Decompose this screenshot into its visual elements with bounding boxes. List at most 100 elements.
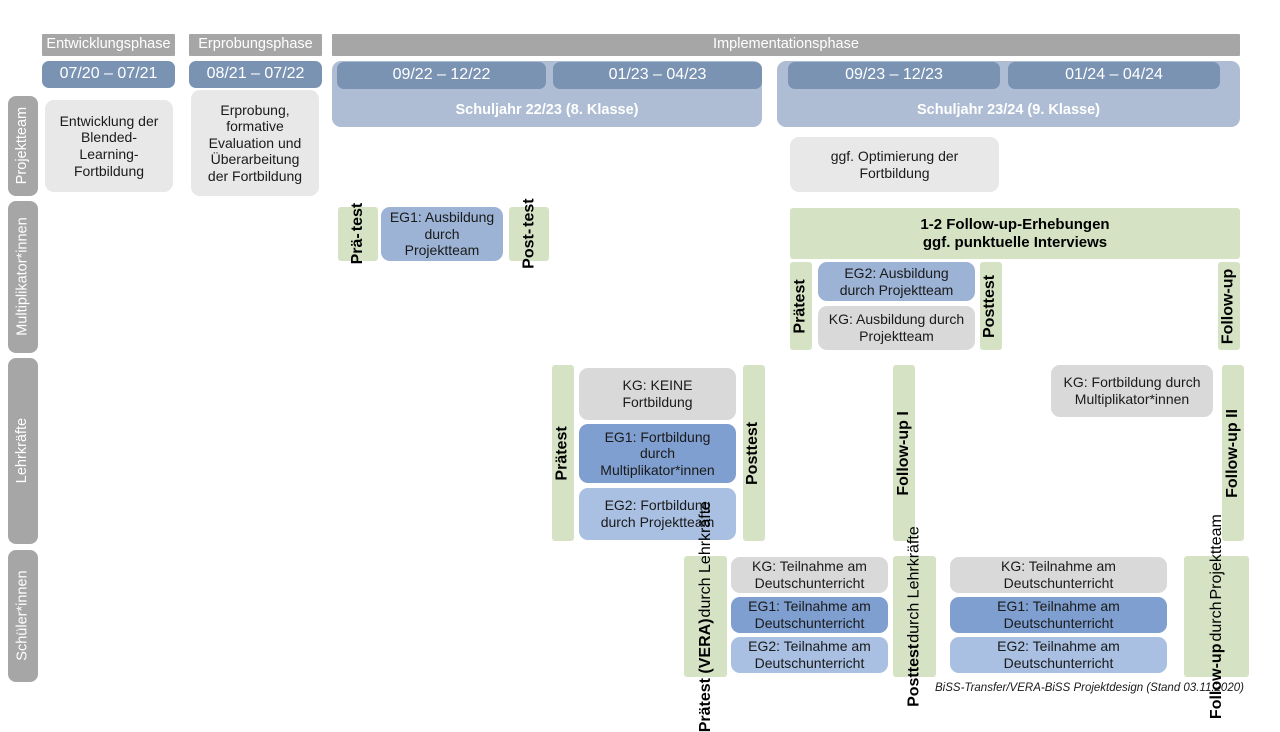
label-line-2: test bbox=[349, 203, 367, 232]
label-line-1: Prä- bbox=[349, 233, 367, 265]
period-label: 09/23 – 12/23 bbox=[845, 66, 943, 84]
rotated-label-group: Posttest durch Lehrkräfte bbox=[905, 526, 924, 707]
label-line-2: durch Lehrkräfte bbox=[696, 500, 714, 618]
school-year-label: Schuljahr 23/24 (9. Klasse) bbox=[917, 101, 1100, 118]
card-kg-ausbildung-projektteam: KG: Ausbildung durch Projektteam bbox=[818, 306, 975, 350]
label-text: Prätest bbox=[791, 278, 809, 334]
rotated-lines: test bbox=[519, 199, 538, 227]
rotated-lines: test bbox=[348, 203, 367, 231]
card-kg-teilnahme-deutschunterricht-1: KG: Teilnahme am Deutschunterricht bbox=[731, 557, 888, 593]
card-text: EG2: Teilnahme am Deutschunterricht bbox=[997, 638, 1120, 671]
card-kg-fortbildung-multiplikator: KG: Fortbildung durch Multiplikator*inne… bbox=[1051, 365, 1213, 417]
period-label: 01/23 – 04/23 bbox=[608, 66, 707, 84]
period-chip-1: 08/21 – 07/22 bbox=[189, 61, 322, 88]
test-strip-praetest-vera-schueler: Prätest (VERA) durch Lehrkräfte bbox=[684, 501, 727, 732]
phase-label: Erprobungsphase bbox=[198, 36, 313, 53]
test-strip-posttest2-multiplikator: Posttest bbox=[980, 262, 1002, 350]
rotated-lines: Post- bbox=[519, 229, 538, 269]
label-line-1: Posttest bbox=[905, 643, 923, 707]
phase-header-implementationsphase: Implementationsphase bbox=[332, 34, 1240, 56]
label-text: Follow-up bbox=[1219, 268, 1237, 344]
label-text: Follow-up II bbox=[1223, 408, 1241, 498]
role-label: Schüler*innen bbox=[14, 570, 31, 662]
phase-header-entwicklungsphase: Entwicklungsphase bbox=[42, 34, 175, 56]
card-eg1-ausbildung-projektteam: EG1: Ausbildung durch Projektteam bbox=[381, 207, 503, 261]
label-line-2: durch Lehrkräfte bbox=[905, 526, 923, 643]
card-text: KG: KEINE Fortbildung bbox=[622, 377, 693, 410]
card-entwicklung-fortbildung: Entwicklung der Blended-Learning-Fortbil… bbox=[45, 100, 173, 192]
card-text: KG: Teilnahme am Deutschunterricht bbox=[752, 558, 867, 591]
label-line-2: test bbox=[520, 198, 538, 228]
test-strip-followup-schueler: Follow-up durch Projektteam bbox=[1184, 514, 1249, 719]
role-bar-projektteam: Projektteam bbox=[8, 96, 38, 196]
test-strip-praetest-multiplikator: Prä- test bbox=[338, 203, 378, 265]
period-chip-0: 07/20 – 07/21 bbox=[42, 61, 175, 88]
card-text: KG: Fortbildung durch Multiplikator*inne… bbox=[1063, 374, 1201, 407]
test-strip-praetest-lehrkraefte: Prätest bbox=[552, 365, 574, 541]
period-chip-4: 09/23 – 12/23 bbox=[788, 62, 1000, 89]
rotated-label-group: Posttest bbox=[982, 274, 1001, 337]
test-strip-posttest-multiplikator: Post- test bbox=[509, 199, 549, 269]
card-text: EG2: Teilnahme am Deutschunterricht bbox=[748, 638, 871, 671]
label-line-1: Post- bbox=[520, 229, 538, 270]
period-label: 09/22 – 12/22 bbox=[392, 66, 491, 84]
role-label: Multiplikator*innen bbox=[14, 217, 31, 337]
rotated-label-group: Follow-up I bbox=[895, 411, 914, 495]
test-strip-praetest2-multiplikator: Prätest bbox=[790, 262, 812, 350]
period-label: 07/20 – 07/21 bbox=[59, 65, 158, 83]
rotated-lines: Prä- bbox=[348, 234, 367, 265]
banner-line-1: 1-2 Follow-up-Erhebungen bbox=[920, 215, 1110, 233]
label-text: Posttest bbox=[744, 421, 762, 485]
footer-caption: BiSS-Transfer/VERA-BiSS Projektdesign (S… bbox=[935, 682, 1244, 694]
card-eg1-teilnahme-deutschunterricht-1: EG1: Teilnahme am Deutschunterricht bbox=[731, 597, 888, 633]
test-strip-followup-multiplikator: Follow-up bbox=[1218, 262, 1240, 350]
school-year-label: Schuljahr 22/23 (8. Klasse) bbox=[455, 101, 639, 118]
test-strip-posttest-schueler: Posttest durch Lehrkräfte bbox=[893, 526, 936, 707]
label-line-2: durch bbox=[1207, 601, 1225, 642]
rotated-label-group: Follow-up bbox=[1220, 268, 1239, 344]
card-text: EG1: Ausbildung durch Projektteam bbox=[389, 209, 495, 259]
role-bar-lehrkraefte: Lehrkräfte bbox=[8, 358, 38, 544]
rotated-label-group: Post- test bbox=[519, 199, 538, 269]
label-text: Prätest bbox=[553, 425, 571, 481]
card-kg-teilnahme-deutschunterricht-2: KG: Teilnahme am Deutschunterricht bbox=[950, 557, 1167, 593]
card-ggf-optimierung: ggf. Optimierung der Fortbildung bbox=[790, 137, 999, 192]
banner-followup-erhebungen: 1-2 Follow-up-Erhebungen ggf. punktuelle… bbox=[790, 208, 1240, 259]
card-text: Erprobung, formative Evaluation und Über… bbox=[207, 101, 303, 184]
period-chip-3: 01/23 – 04/23 bbox=[553, 62, 762, 89]
card-eg1-fortbildung-multiplikator: EG1: Fortbildung durch Multiplikator*inn… bbox=[579, 424, 736, 483]
rotated-lines: durch Lehrkräfte bbox=[905, 526, 924, 643]
label-line-3: Projektteam bbox=[1207, 514, 1225, 600]
rotated-label-group: Follow-up II bbox=[1224, 409, 1243, 498]
card-text: EG1: Fortbildung durch Multiplikator*inn… bbox=[600, 428, 715, 478]
card-text: KG: Teilnahme am Deutschunterricht bbox=[1001, 558, 1116, 591]
rotated-label-group: Prätest (VERA) durch Lehrkräfte bbox=[696, 501, 715, 732]
rotated-lines: Posttest bbox=[905, 644, 924, 707]
card-text: KG: Ausbildung durch Projektteam bbox=[828, 311, 965, 344]
rotated-label-group: Prätest bbox=[792, 279, 811, 333]
banner-line-2: ggf. punktuelle Interviews bbox=[922, 233, 1108, 251]
role-label: Lehrkräfte bbox=[14, 418, 31, 484]
test-strip-posttest-lehrkraefte: Posttest bbox=[743, 365, 765, 541]
period-label: 01/24 – 04/24 bbox=[1065, 66, 1163, 84]
card-text: Entwicklung der Blended-Learning-Fortbil… bbox=[59, 112, 159, 179]
card-eg2-teilnahme-deutschunterricht-1: EG2: Teilnahme am Deutschunterricht bbox=[731, 637, 888, 673]
phase-header-erprobungsphase: Erprobungsphase bbox=[189, 34, 322, 56]
rotated-lines: durch bbox=[1207, 601, 1226, 641]
card-kg-keine-fortbildung: KG: KEINE Fortbildung bbox=[579, 368, 736, 420]
rotated-lines: Projektteam bbox=[1207, 514, 1226, 599]
rotated-lines: Prätest (VERA) bbox=[696, 618, 715, 732]
label-text: Posttest bbox=[981, 274, 999, 338]
card-erprobung-evaluation: Erprobung, formative Evaluation und Über… bbox=[191, 90, 319, 196]
card-eg2-teilnahme-deutschunterricht-2: EG2: Teilnahme am Deutschunterricht bbox=[950, 637, 1167, 673]
role-bar-multiplikatorinnen: Multiplikator*innen bbox=[8, 201, 38, 353]
rotated-label-group: Prä- test bbox=[348, 203, 367, 265]
card-eg1-teilnahme-deutschunterricht-2: EG1: Teilnahme am Deutschunterricht bbox=[950, 597, 1167, 633]
card-text: EG2: Fortbildung durch Projektteam bbox=[600, 497, 715, 530]
label-line-1: Prätest (VERA) bbox=[696, 618, 714, 732]
rotated-label-group: Posttest bbox=[745, 421, 764, 484]
card-eg2-ausbildung-projektteam: EG2: Ausbildung durch Projektteam bbox=[818, 262, 975, 301]
test-strip-followup-1-lehrkraefte: Follow-up I bbox=[893, 365, 915, 541]
period-label: 08/21 – 07/22 bbox=[206, 65, 305, 83]
